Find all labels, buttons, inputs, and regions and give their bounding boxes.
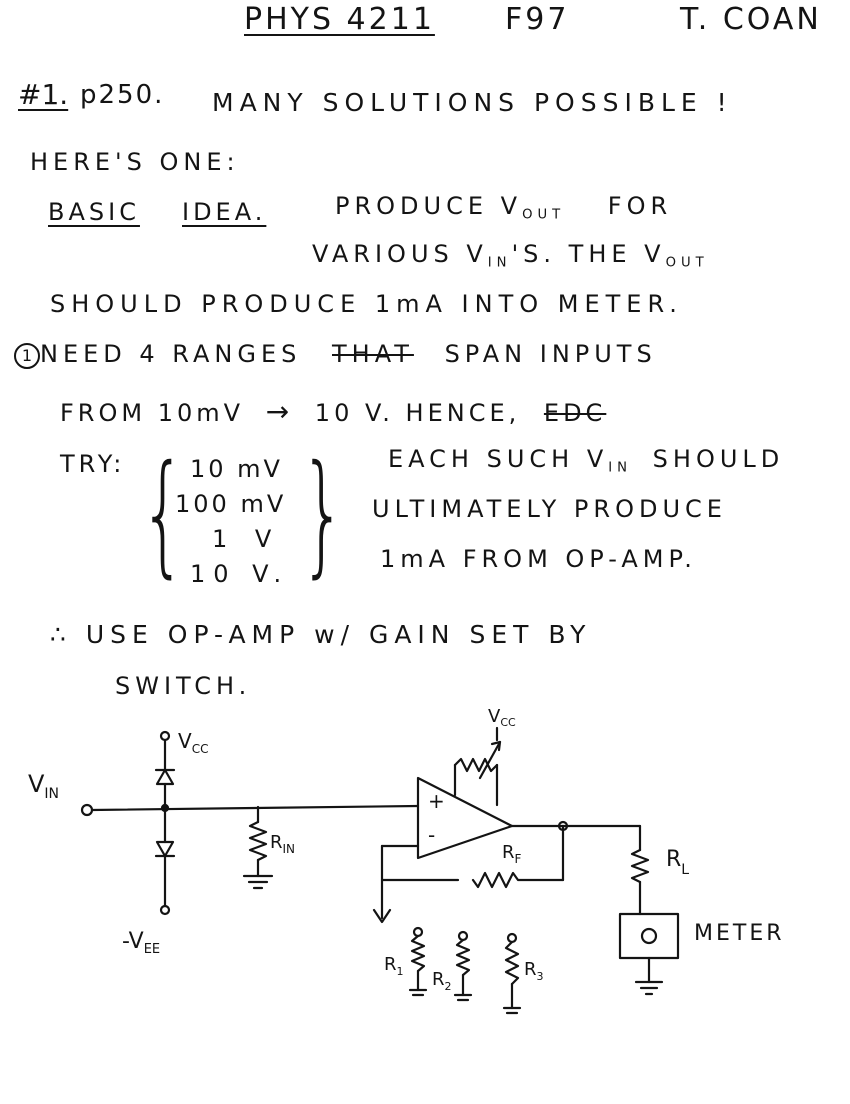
input-wire [90,804,420,812]
r2-resistor [455,938,471,977]
r2-label: R2 [432,969,452,993]
line2-sub2: OUT [665,255,709,271]
rl-label: RL [666,847,689,878]
r3-label: R3 [524,959,544,983]
each-line-3: 1mA FROM OP-AMP. [380,545,697,573]
problem-page: p250. [80,80,165,110]
line2-mid: 'S. THE V [511,240,666,268]
vcc-left-terminal [159,730,171,742]
minus-label: - [428,823,435,847]
vin-label: VIN [28,770,59,802]
r1-contact [412,926,424,938]
rin-label: RIN [270,832,295,856]
range-2: 100 mV [175,490,287,518]
r2-contact [457,930,469,942]
meter-box [618,912,680,960]
zener-top [155,768,175,786]
try-label: TRY: [60,450,126,478]
line1-text: PRODUCE V [335,192,523,220]
each-line-2: ULTIMATELY PRODUCE [372,495,727,523]
to-struck: EDC [543,399,607,427]
line-various-vin: VARIOUS VIN'S. THE VOUT [312,240,709,271]
intro-text: MANY SOLUTIONS POSSIBLE ! [212,88,733,117]
vcc-left-label: VCC [178,729,208,756]
left-brace: { [140,437,187,591]
rf-resistor [471,871,565,889]
rf-label: RF [502,842,522,866]
idea-label: IDEA. [182,198,267,226]
term: F97 [505,2,570,37]
author: T. COAN [680,2,822,37]
step1-a: NEED 4 RANGES [40,340,302,368]
each-1-text: EACH SUCH V [388,445,609,473]
vee-label: -VEE [122,929,160,957]
right-brace: } [300,437,347,591]
switch-arrow [372,908,392,924]
vcc-top-label: VCC [488,706,516,729]
top-adjust-resistor [453,757,499,773]
rin-resistor [248,820,268,862]
line1-end: FOR [607,192,673,220]
range-1: 10 mV [190,455,283,483]
from-text: FROM 10mV [60,399,245,427]
vin-terminal [80,803,94,817]
r1-resistor [410,934,426,973]
step1-b: SPAN INPUTS [444,340,657,368]
to-text: 10 V. HENCE, [314,399,521,427]
meter-dial [640,927,658,945]
step1-struck: THAT [332,340,414,368]
meter-label: METER [694,921,785,946]
from-line: FROM 10mV → 10 V. HENCE, EDC [60,395,606,428]
line2-sub: IN [487,255,512,271]
each-line-1: EACH SUCH VIN SHOULD [388,445,784,476]
r3-resistor [504,940,520,986]
range-3: 1 V [212,525,282,553]
therefore-line: ∴ USE OP-AMP w/ GAIN SET BY [50,620,592,649]
switch-line: SWITCH. [115,672,252,700]
op-amp [416,776,514,860]
rl-resistor [630,848,650,884]
heres-one: HERE'S ONE: [30,148,240,176]
each-1-sub: IN [608,460,633,476]
step1-marker: 1 [14,343,40,369]
problem-number: #1. [18,78,69,111]
arrow: → [265,395,294,428]
zener-bottom [155,840,175,858]
r1-label: R1 [384,954,404,978]
vee-terminal [159,904,171,916]
basic-label: BASIC [48,198,140,226]
line1-sub: OUT [522,207,566,223]
line-should-produce: SHOULD PRODUCE 1mA INTO METER. [50,290,683,318]
line2-text: VARIOUS V [312,240,488,268]
plus-label: + [428,789,445,813]
range-4: 10 V. [190,560,290,588]
r3-contact [506,932,518,944]
each-1-end: SHOULD [652,445,785,473]
course-title: PHYS 4211 [244,2,435,37]
step1-text: NEED 4 RANGES THAT SPAN INPUTS [40,340,657,368]
line-produce-vout: PRODUCE VOUT FOR [335,192,672,223]
